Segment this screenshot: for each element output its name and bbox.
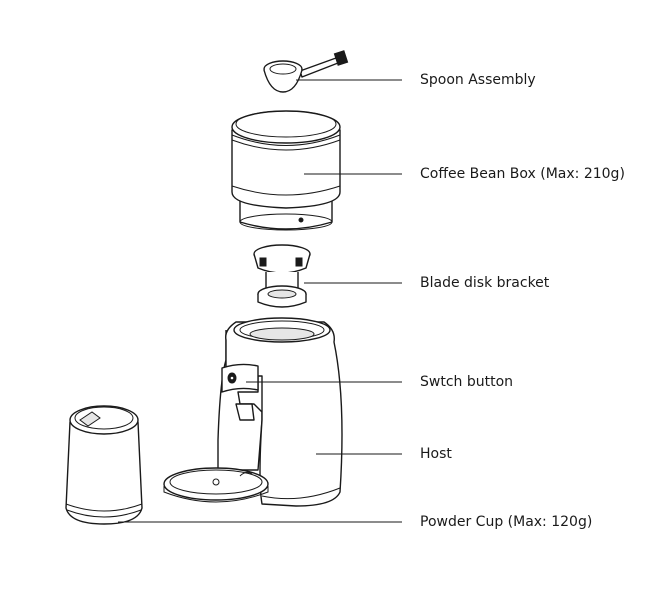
- switch-button-label: Swtch button: [420, 374, 514, 390]
- powder-cup-label: Powder Cup (Max: 120g): [420, 514, 593, 530]
- blade-disk-bracket-label: Blade disk bracket: [420, 275, 550, 291]
- spoon-assembly-part: [263, 50, 349, 93]
- blade-disk-bracket-part: [253, 244, 311, 308]
- coffee-bean-box-part: [231, 110, 341, 231]
- spoon-assembly-label: Spoon Assembly: [420, 72, 536, 88]
- host-part: [163, 317, 343, 507]
- host-label: Host: [420, 446, 452, 462]
- powder-cup-part: [65, 405, 143, 525]
- coffee-bean-box-label: Coffee Bean Box (Max: 210g): [420, 166, 625, 182]
